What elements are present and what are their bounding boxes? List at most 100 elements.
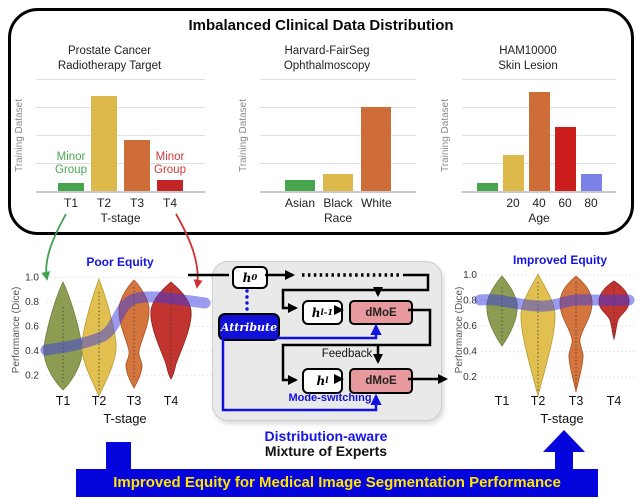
caption-mixture-of-experts: Mixture of Experts [264, 443, 388, 459]
chart-title-line1: Harvard-FairSeg [284, 45, 370, 57]
bar-T2 [91, 96, 117, 191]
bar-c0 [476, 183, 498, 191]
plot-wrap: Training Dataset Minor Group Minor Group [12, 78, 207, 193]
annotation-line: Group [55, 164, 87, 176]
y-tick: 1.0 [463, 270, 477, 281]
x-tick-label: 40 [532, 196, 546, 210]
x-tick-label: Asian [285, 196, 316, 210]
bar-T4 [157, 179, 183, 191]
chart-title: Prostate Cancer Radiotherapy Target [12, 44, 207, 74]
chart-title-line2: Ophthalmoscopy [283, 60, 371, 72]
x-tick-label [477, 196, 498, 210]
bar-T1 [58, 183, 84, 191]
y-tick: 0.2 [25, 370, 39, 381]
dmoe-block-2: dMoE [349, 368, 413, 394]
x-tick: T3 [127, 394, 142, 408]
plot-wrap: Training Dataset [236, 78, 418, 193]
bar-20 [502, 154, 524, 191]
minor-group-annotation-t4: Minor Group [142, 151, 198, 177]
chart-title-line1: Prostate Cancer [67, 45, 152, 57]
y-tick: 0.4 [25, 346, 39, 357]
chart-title-line2: Radiotherapy Target [57, 60, 162, 72]
y-axis-label: Training Dataset [238, 99, 249, 172]
bar-T3 [124, 140, 150, 191]
equity-trend-band [474, 294, 635, 312]
annotation-line: Minor [56, 151, 86, 163]
violin-t1 [486, 275, 518, 347]
y-axis-label: Performance (Dice) [11, 287, 22, 374]
hl-subscript: l [325, 376, 329, 386]
bar-60 [554, 126, 576, 191]
minor-group-annotation-t1: Minor Group [43, 151, 99, 177]
chart-title: Harvard-FairSeg Ophthalmoscopy [236, 44, 418, 74]
y-tick-labels: 1.0 0.8 0.6 0.4 0.2 [25, 273, 39, 382]
x-axis-label: Age [528, 211, 550, 225]
chart-title-line2: Skin Lesion [498, 60, 558, 72]
bar-Black [323, 174, 353, 191]
y-axis-label: Training Dataset [440, 99, 451, 172]
plot-title: Improved Equity [513, 253, 607, 267]
y-tick: 0.8 [25, 297, 39, 308]
x-tick: T1 [495, 394, 510, 408]
dmoe-block-1: dMoE [349, 300, 413, 325]
chart-fairseg: Harvard-FairSeg Ophthalmoscopy Training … [236, 44, 418, 225]
y-tick: 0.6 [25, 321, 39, 332]
x-tick: T4 [607, 394, 622, 408]
equity-trend-band [40, 291, 211, 356]
violin-plot-improved-equity: Improved Equity 1.0 0.8 0.6 0.4 0.2 Perf… [455, 253, 637, 426]
x-tick: T2 [92, 394, 107, 408]
hl1-subscript: l-1 [320, 307, 334, 318]
y-axis-label: Performance (Dice) [455, 287, 465, 374]
banner-connector-left [106, 442, 131, 470]
x-tick-label: 20 [506, 196, 520, 210]
y-tick: 0.2 [463, 372, 477, 383]
panel-title: Imbalanced Clinical Data Distribution [188, 17, 454, 34]
h0-label: h [242, 270, 252, 285]
chart-ham10000: HAM10000 Skin Lesion Training Dataset 20… [438, 44, 618, 225]
x-tick-labels: 20 40 60 80 [462, 196, 616, 210]
chart-title-line1: HAM10000 [499, 45, 557, 57]
hl-label: h [316, 374, 326, 388]
x-tick: T4 [164, 394, 179, 408]
bar-40 [528, 91, 550, 191]
hl1-label: h [311, 305, 321, 320]
bar-80 [580, 174, 602, 191]
mode-switching-label: Mode-switching [288, 392, 372, 404]
chart-prostate: Prostate Cancer Radiotherapy Target Trai… [12, 44, 207, 225]
x-tick-label: 80 [584, 196, 598, 210]
feedback-label: Feedback [321, 348, 373, 360]
y-tick-labels: 1.0 0.8 0.6 0.4 0.2 [463, 270, 477, 383]
x-tick-labels: T1 T2 T3 T4 [495, 394, 622, 408]
conclusion-banner: Improved Equity for Medical Image Segmen… [76, 469, 598, 497]
y-tick: 0.6 [463, 321, 477, 332]
x-tick-label: T4 [162, 196, 177, 210]
h0-subscript: 0 [251, 272, 258, 283]
y-tick: 0.4 [463, 347, 477, 358]
violin-plot-poor-equity: Poor Equity 1.0 0.8 0.6 0.4 0.2 Performa… [11, 255, 215, 426]
bar-White [361, 107, 391, 191]
x-tick-label: T3 [129, 196, 144, 210]
violins [486, 273, 630, 397]
x-tick-label: 60 [558, 196, 572, 210]
plot-title: Poor Equity [86, 255, 154, 269]
violin-t4 [150, 281, 192, 380]
annotation-line: Group [154, 164, 186, 176]
x-tick: T3 [569, 394, 584, 408]
bar-Asian [285, 179, 315, 191]
plot-area: Minor Group Minor Group [36, 78, 205, 193]
plot-area [462, 78, 616, 193]
y-tick: 1.0 [25, 273, 39, 284]
annotation-line: Minor [155, 151, 185, 163]
imbalanced-data-panel: Imbalanced Clinical Data Distribution Pr… [8, 8, 634, 235]
x-axis-label: Race [323, 211, 352, 225]
x-axis-label: T-stage [103, 411, 146, 426]
x-tick: T1 [56, 394, 71, 408]
caption-distribution-aware: Distribution-aware [264, 428, 388, 444]
violin-t1 [43, 281, 83, 391]
